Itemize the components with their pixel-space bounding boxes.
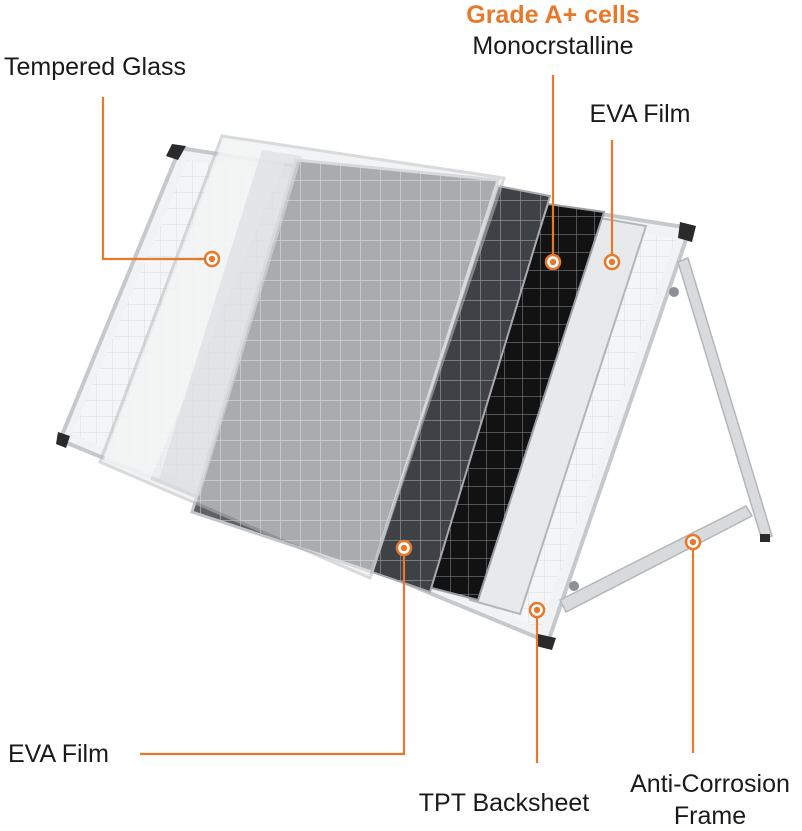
leader-lines bbox=[101, 75, 695, 763]
label-frame: Frame bbox=[673, 802, 747, 830]
label-eva-film-bottom: EVA Film bbox=[8, 740, 109, 768]
label-grade-cells: Grade A+ cells bbox=[466, 1, 640, 29]
leader-tempered-glass bbox=[101, 97, 212, 261]
layer-markers bbox=[203, 250, 702, 619]
label-tpt-backsheet: TPT Backsheet bbox=[418, 789, 590, 817]
tempered-glass-layer bbox=[98, 134, 506, 581]
label-tempered-glass: Tempered Glass bbox=[4, 53, 187, 81]
label-monocrystalline: Monocrstalline bbox=[472, 32, 634, 60]
label-anti-corrosion: Anti-Corrosion bbox=[630, 770, 790, 798]
label-eva-film-top: EVA Film bbox=[589, 100, 691, 128]
leader-eva-film-bottom bbox=[140, 548, 406, 756]
kickstand bbox=[558, 256, 773, 614]
